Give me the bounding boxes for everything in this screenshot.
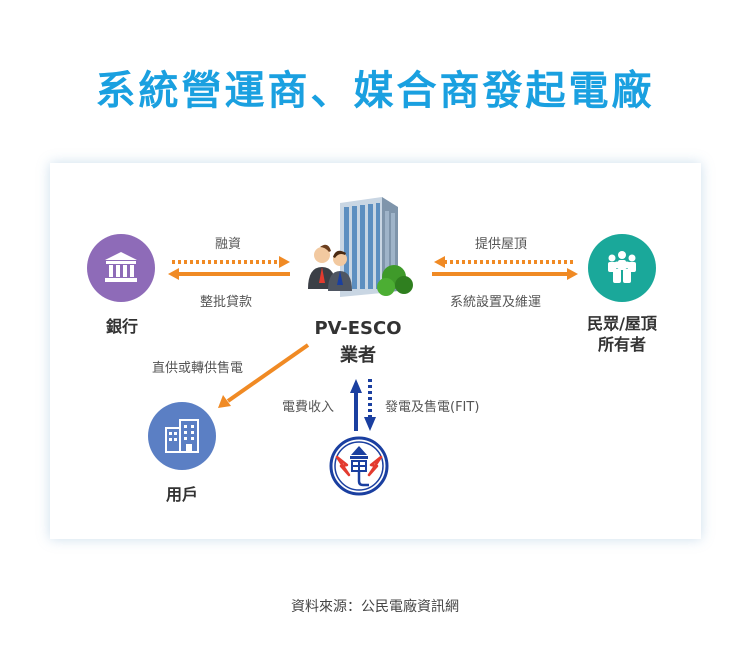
fee-income-label: 電費收入 <box>282 400 335 415</box>
user-node <box>148 402 216 470</box>
public-bottom-arrowhead <box>567 268 578 280</box>
bank-icon <box>105 252 137 282</box>
public-bottom-label: 系統設置及維運 <box>450 295 542 310</box>
bank-top-arrowhead <box>279 256 290 268</box>
direct-supply-label: 直供或轉供售電 <box>152 361 244 376</box>
fee-income-arrowhead <box>350 379 362 393</box>
direct-supply-arrow <box>226 343 310 403</box>
diagram-card: 銀行 民眾/屋頂 所有者 <box>50 163 701 539</box>
public-node <box>588 234 656 302</box>
direct-supply-arrowhead <box>218 395 231 408</box>
bank-top-label: 融資 <box>215 237 242 252</box>
bank-bottom-label: 整批貸款 <box>200 295 253 310</box>
user-label: 用戶 <box>165 485 198 504</box>
page-title: 系統營運商、媒合商發起電廠 <box>95 68 655 114</box>
center-subtitle: 業者 <box>340 345 376 366</box>
source-caption: 資料來源：公民電廠資訊網 <box>291 599 459 615</box>
people-group-icon <box>608 251 636 283</box>
bank-label: 銀行 <box>105 317 138 336</box>
public-top-arrowhead <box>434 256 445 268</box>
generation-sale-arrowhead <box>364 417 376 431</box>
taipower-logo-icon <box>329 436 389 496</box>
center-title: PV-ESCO <box>314 318 402 339</box>
bank-bottom-arrowhead <box>168 268 179 280</box>
generation-sale-label: 發電及售電(FIT) <box>385 400 480 415</box>
public-top-label: 提供屋頂 <box>475 237 528 252</box>
building-icon <box>165 419 199 453</box>
pv-esco-building-illustration <box>308 197 413 297</box>
public-label: 民眾/屋頂 所有者 <box>587 314 657 354</box>
bank-node <box>87 234 155 302</box>
flow-arrows <box>168 256 578 431</box>
